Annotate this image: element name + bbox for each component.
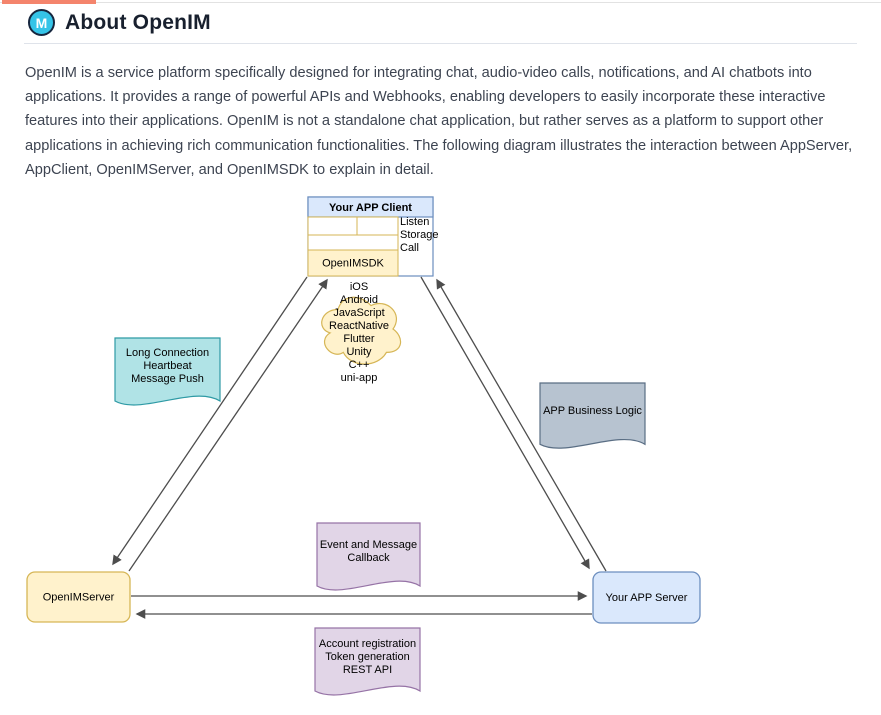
app-client-title: Your APP Client	[329, 202, 412, 214]
progress-bar	[2, 0, 96, 4]
node-sdk-platforms-cloud: iOS Android JavaScript ReactNative Flutt…	[321, 281, 402, 384]
note-line: Heartbeat	[143, 360, 191, 372]
note-event-callback: Event and Message Callback	[316, 522, 421, 591]
header-divider	[24, 43, 857, 44]
intro-paragraph: OpenIM is a service platform specificall…	[25, 65, 853, 178]
diagram-arrows	[112, 276, 607, 619]
openimsdk-label: OpenIMSDK	[322, 258, 384, 270]
note-line: Callback	[347, 552, 390, 564]
note-line: Event and Message	[320, 539, 417, 551]
note-line: Account registration	[319, 638, 416, 650]
cloud-line: JavaScript	[333, 307, 384, 319]
cloud-line: iOS	[350, 281, 368, 293]
note-line: Long Connection	[126, 347, 209, 359]
note-long-connection: Long Connection Heartbeat Message Push	[114, 337, 221, 406]
node-app-server: Your APP Server	[592, 571, 701, 624]
app-server-label: Your APP Server	[606, 592, 688, 604]
note-app-business-logic: APP Business Logic	[539, 382, 646, 449]
openim-server-label: OpenIMServer	[43, 592, 115, 604]
note-line: REST API	[343, 664, 392, 676]
client-side-label: Call	[400, 242, 419, 254]
note-account-rest: Account registration Token generation RE…	[314, 627, 421, 696]
page-title: About OpenIM	[65, 10, 211, 34]
arrow-openimserver-to-client	[128, 278, 328, 572]
cloud-line: C++	[349, 359, 370, 371]
logo-letter: M	[35, 14, 48, 31]
note-line: APP Business Logic	[543, 405, 642, 417]
arrow-appserver-to-client	[436, 278, 607, 572]
cloud-line: uni-app	[341, 372, 378, 384]
page-header: M About OpenIM	[28, 9, 857, 36]
node-app-client: Your APP Client OpenIMSDK Listen Storage…	[307, 196, 439, 277]
client-side-label: Storage	[400, 229, 439, 241]
cloud-line: Flutter	[343, 333, 375, 345]
note-line: Token generation	[325, 651, 409, 663]
openim-logo-icon: M	[28, 9, 55, 36]
arrow-client-to-appserver	[420, 276, 590, 570]
cloud-line: ReactNative	[329, 320, 389, 332]
client-side-label: Listen	[400, 216, 429, 228]
node-openim-server: OpenIMServer	[26, 571, 131, 623]
arrow-client-to-openimserver	[112, 276, 308, 566]
note-line: Message Push	[131, 373, 204, 385]
progress-track	[0, 2, 881, 3]
cloud-line: Unity	[346, 346, 372, 358]
cloud-line: Android	[340, 294, 378, 306]
